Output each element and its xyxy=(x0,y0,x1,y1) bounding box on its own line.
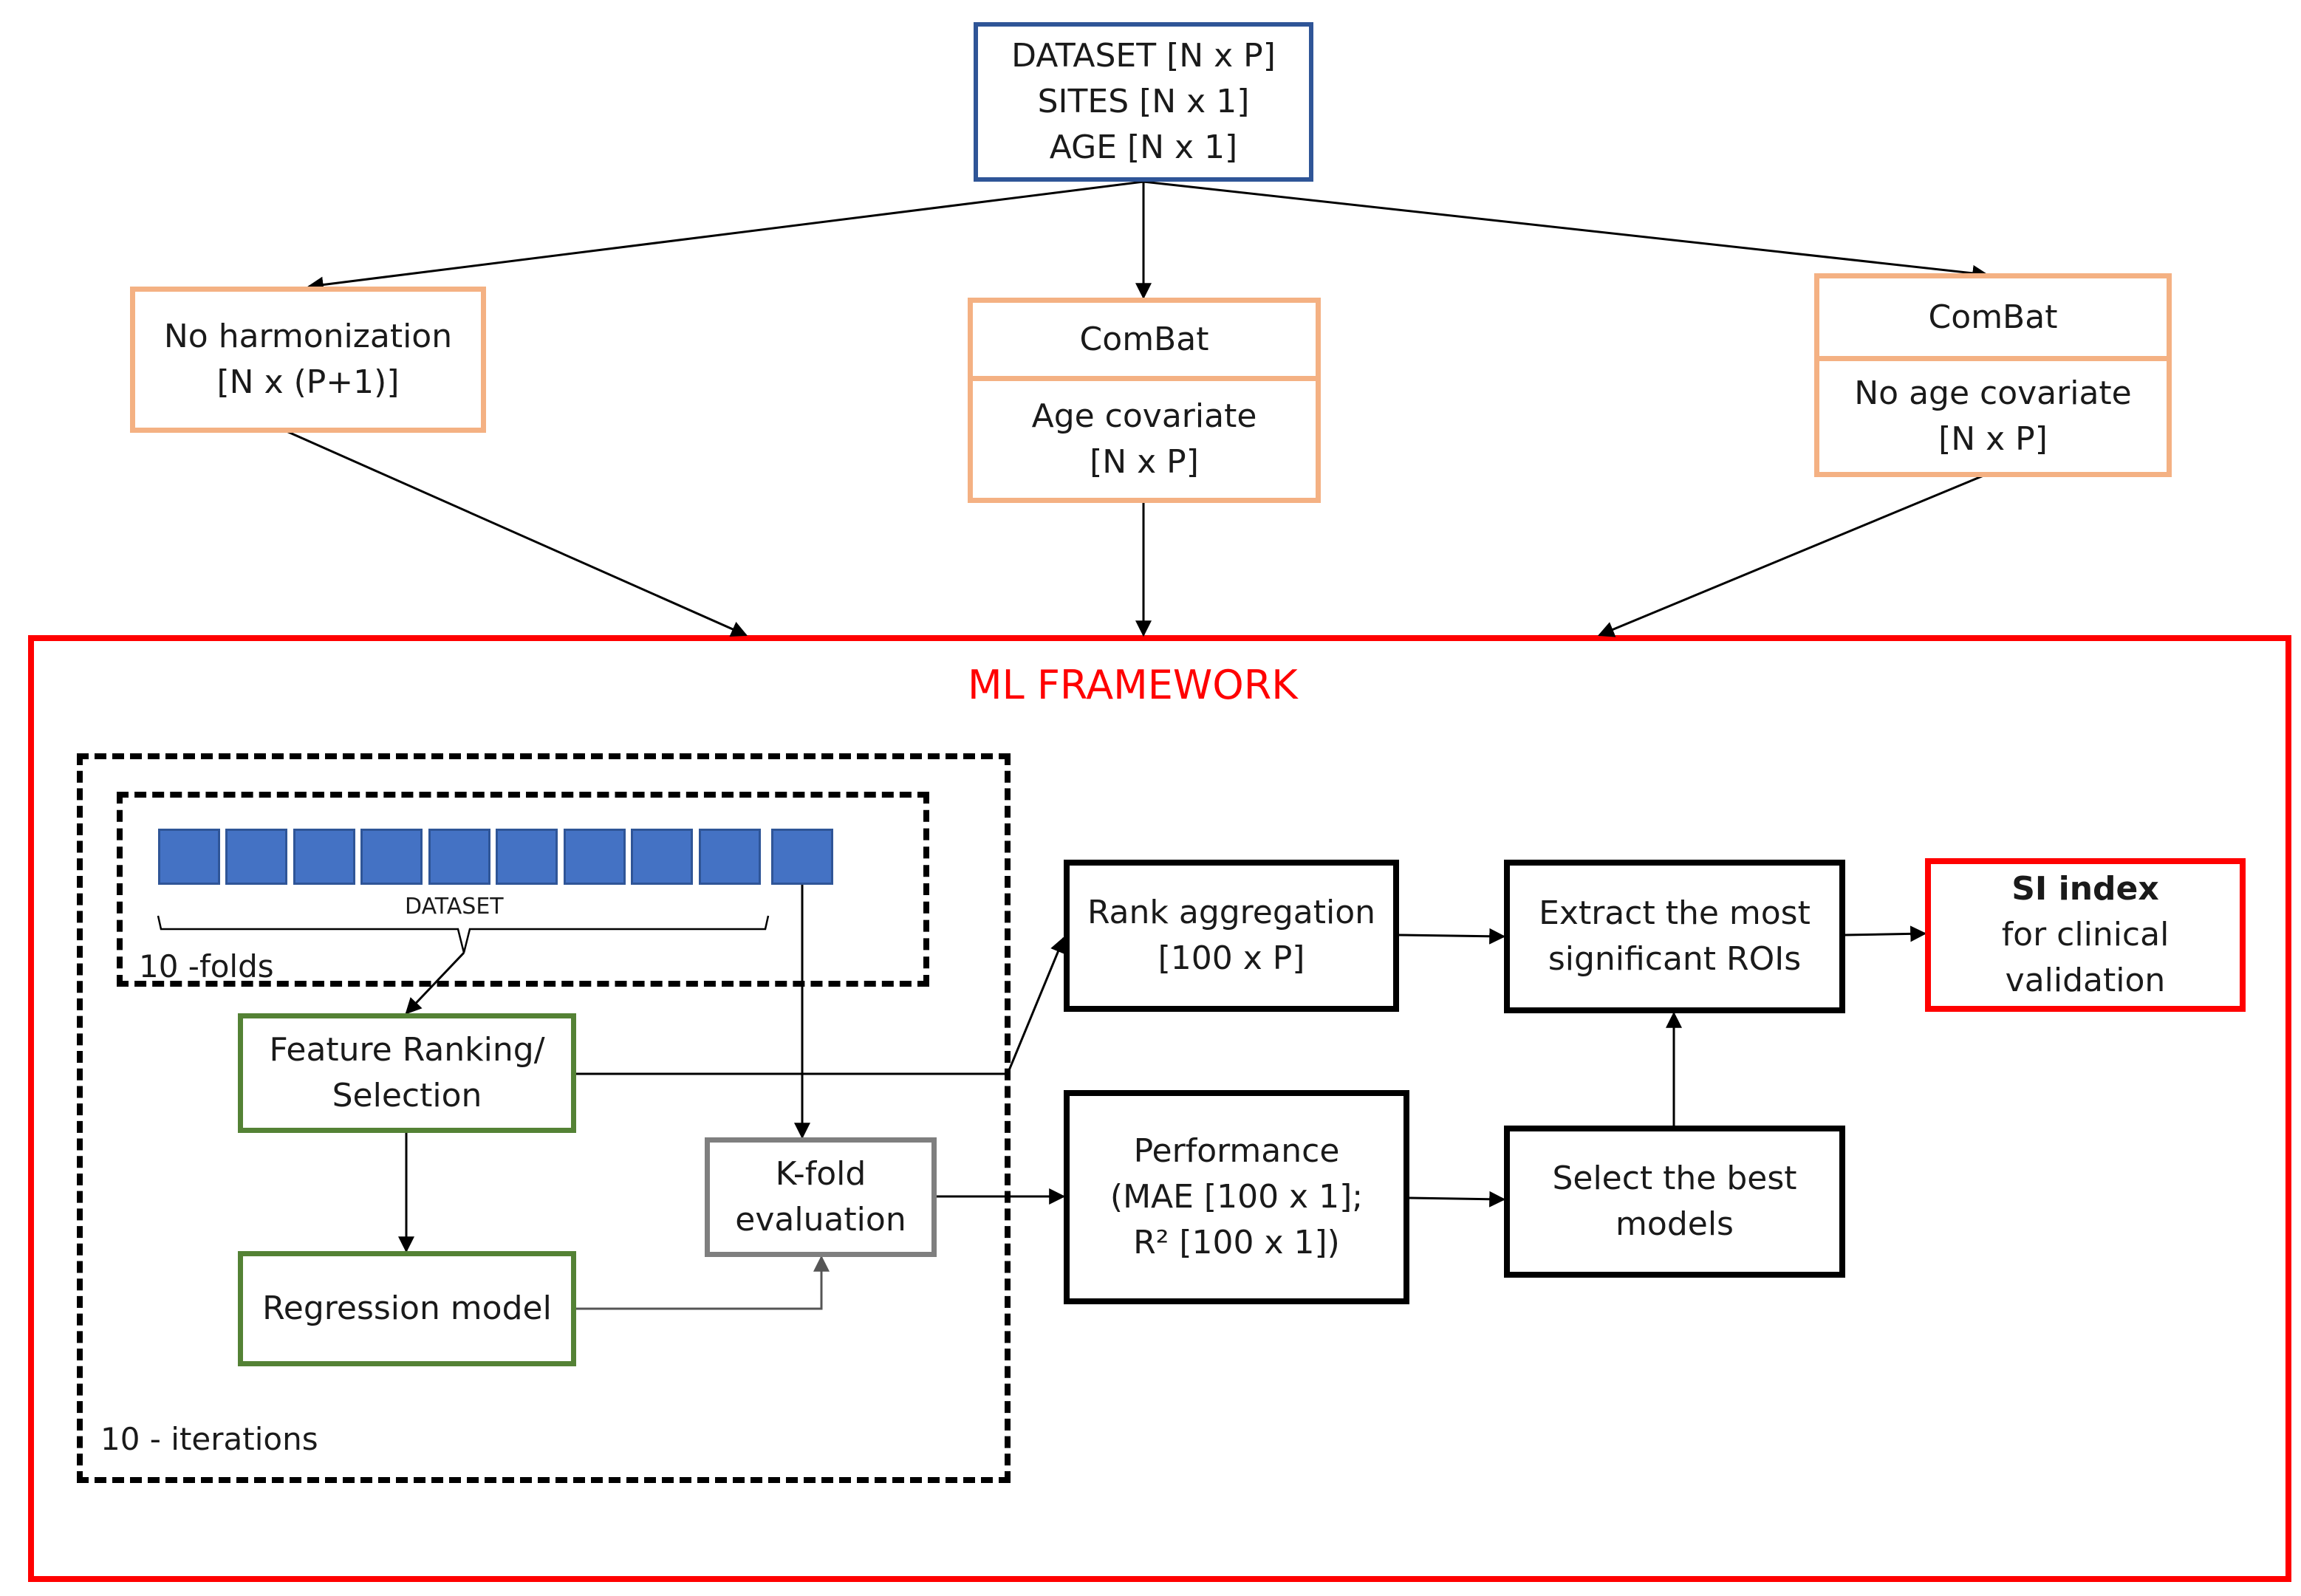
select-best-label-1: Select the best xyxy=(1552,1160,1797,1197)
select-best-label-2: models xyxy=(1616,1205,1734,1243)
edge-combatnoage-to-framework xyxy=(1597,473,1988,637)
combat-noage-body: No age covariate [N x P] xyxy=(1854,361,2131,472)
performance-label: Performance xyxy=(1133,1132,1340,1170)
no-harmonization-dims: [N x (P+1)] xyxy=(216,363,400,401)
input-sites-label: SITES [N x 1] xyxy=(1037,83,1250,120)
feature-ranking-label: Feature Ranking/ xyxy=(269,1031,545,1069)
si-index-label-3: validation xyxy=(2005,962,2166,999)
feature-selection-label: Selection xyxy=(332,1077,482,1114)
ml-framework-frame xyxy=(28,635,2291,1582)
edge-regression-to-kfold xyxy=(576,1255,830,1310)
iterations-label: 10 - iterations xyxy=(100,1421,318,1457)
dataset-brace-label: DATASET xyxy=(405,894,504,919)
fold-square xyxy=(428,829,490,885)
combat-age-body: Age covariate [N x P] xyxy=(1032,381,1257,498)
input-age-label: AGE [N x 1] xyxy=(1049,129,1238,166)
feature-ranking-node: Feature Ranking/ Selection xyxy=(238,1013,576,1133)
combat-noage-header-label: ComBat xyxy=(1928,298,2058,336)
fold-square xyxy=(360,829,423,885)
fold-square xyxy=(293,829,355,885)
kfold-evaluation-label: evaluation xyxy=(735,1201,906,1239)
extract-rois-label-1: Extract the most xyxy=(1539,894,1811,932)
edge-noharm-to-framework xyxy=(286,430,748,637)
combat-noage-header: ComBat xyxy=(1819,278,2167,361)
edge-input-to-combat-noage xyxy=(1143,180,1989,281)
input-dataset-label: DATASET [N x P] xyxy=(1011,37,1276,75)
dataset-brace xyxy=(157,915,770,953)
no-harmonization-node: No harmonization [N x (P+1)] xyxy=(130,287,486,433)
fold-square xyxy=(158,829,220,885)
fold-square xyxy=(225,829,287,885)
kfold-label: K-fold xyxy=(775,1155,866,1193)
rank-aggregation-node: Rank aggregation [100 x P] xyxy=(1064,860,1399,1012)
combat-age-header: ComBat xyxy=(973,303,1316,381)
edge-extract-to-si xyxy=(1844,925,1927,942)
folds-loop-frame xyxy=(117,792,929,987)
performance-mae: (MAE [100 x 1]; xyxy=(1110,1178,1364,1216)
rank-aggregation-dims: [100 x P] xyxy=(1158,939,1305,977)
regression-model-node: Regression model xyxy=(238,1251,576,1366)
rank-aggregation-label: Rank aggregation xyxy=(1087,894,1376,931)
combat-noage-dims: [N x P] xyxy=(1938,420,2048,458)
regression-model-label: Regression model xyxy=(262,1290,552,1327)
edge-brace-to-feature xyxy=(405,951,465,1015)
si-index-label-2: for clinical xyxy=(2001,916,2170,953)
edge-performance-to-select xyxy=(1409,1191,1506,1208)
combat-age-node: ComBat Age covariate [N x P] xyxy=(968,298,1321,503)
no-harmonization-label: No harmonization xyxy=(163,318,453,355)
combat-noage-node: ComBat No age covariate [N x P] xyxy=(1814,273,2172,477)
combat-age-covariate-label: Age covariate xyxy=(1031,397,1257,435)
edge-input-to-noharm xyxy=(307,180,1144,293)
fold-square xyxy=(496,829,558,885)
iterations-loop-frame xyxy=(77,753,1011,1483)
fold-square xyxy=(631,829,693,885)
edge-feature-to-rank xyxy=(576,936,1066,1075)
si-index-node: SI index for clinical validation xyxy=(1925,858,2246,1012)
select-best-models-node: Select the best models xyxy=(1504,1126,1845,1278)
combat-age-dims: [N x P] xyxy=(1090,443,1199,481)
fold-square xyxy=(699,829,761,885)
fold-square xyxy=(564,829,626,885)
extract-rois-label-2: significant ROIs xyxy=(1548,940,1802,978)
combat-age-header-label: ComBat xyxy=(1079,320,1209,358)
combat-noage-covariate-label: No age covariate xyxy=(1854,374,2132,412)
kfold-evaluation-node: K-fold evaluation xyxy=(705,1137,937,1257)
ml-framework-title: ML FRAMEWORK xyxy=(968,662,1298,708)
si-index-title: SI index xyxy=(2011,870,2159,908)
performance-r2: R² [100 x 1]) xyxy=(1133,1224,1340,1261)
performance-node: Performance (MAE [100 x 1]; R² [100 x 1]… xyxy=(1064,1090,1409,1304)
folds-label: 10 -folds xyxy=(139,948,274,984)
input-dataset-node: DATASET [N x P] SITES [N x 1] AGE [N x 1… xyxy=(974,22,1313,182)
extract-rois-node: Extract the most significant ROIs xyxy=(1504,860,1845,1013)
fold-square-test xyxy=(771,829,833,885)
edge-rank-to-extract xyxy=(1398,928,1506,945)
